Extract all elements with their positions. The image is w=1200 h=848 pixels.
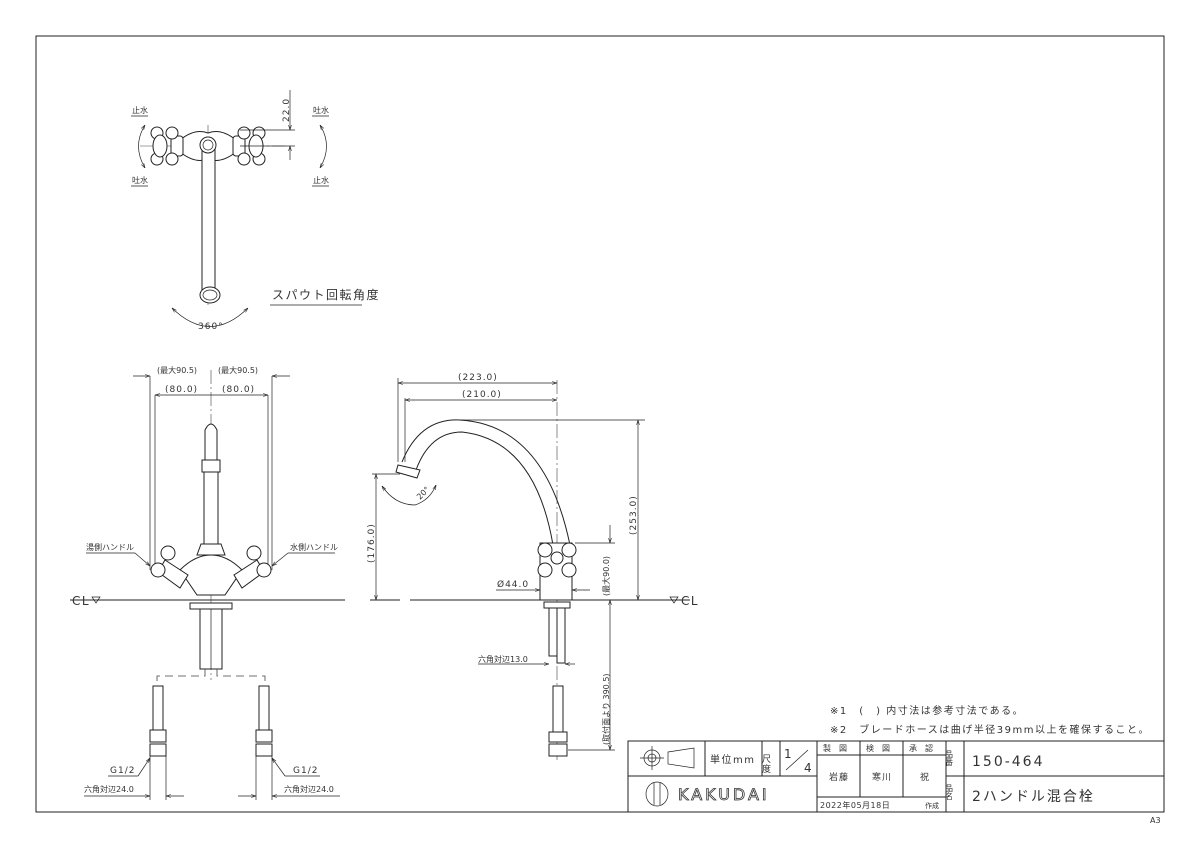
date: 2022年05月18日 — [820, 800, 890, 810]
spout-rotation-label: スパウト回転角度 — [272, 287, 380, 302]
dim-max-right: (最大90.5) — [218, 365, 258, 375]
hot-handle-label: 湯側ハンドル — [86, 542, 134, 552]
dim-22: 22.0 — [282, 98, 292, 122]
dim-210: (210.0) — [462, 390, 502, 400]
side-view: CL (223.0) (210.0) (253.0) (176.0) 20° Ø… — [367, 373, 699, 760]
supply-hose-left — [149, 685, 167, 800]
dim-80-right: (80.0) — [222, 385, 255, 395]
dim-max-90: (最大90.0) — [601, 556, 611, 596]
hex-left: 六角対辺24.0 — [84, 784, 134, 794]
angle-20: 20° — [415, 485, 431, 501]
checked-header: 検 図 — [866, 743, 890, 753]
scale-numerator: 1 — [784, 747, 793, 761]
label-stop-left: 止水 — [132, 105, 148, 115]
cl-label-side: CL — [681, 594, 699, 608]
cold-handle-label: 水側ハンドル — [290, 542, 338, 552]
dim-253: (253.0) — [629, 495, 639, 535]
dim-80-left: (80.0) — [165, 385, 198, 395]
sheet-size: A3 — [1150, 816, 1161, 825]
title-block: 単位mm 尺度 1 4 KAKUDAI 製 図 検 図 承 認 岩藤 寒川 祝 … — [627, 740, 1165, 813]
thread-left: G1/2 — [110, 766, 135, 776]
label-stop-right: 止水 — [313, 175, 329, 185]
thread-right: G1/2 — [293, 766, 318, 776]
approved-by: 祝 — [920, 771, 930, 783]
kakudai-logo: KAKUDAI — [645, 781, 770, 807]
scale-label: 尺度 — [760, 754, 771, 774]
part-number: 150-464 — [972, 754, 1045, 770]
part-name-label: 品名 — [945, 784, 954, 801]
projection-symbol-icon — [640, 746, 695, 770]
dim-176: (176.0) — [367, 523, 377, 563]
dim-223: (223.0) — [458, 373, 498, 383]
scale-denominator: 4 — [804, 761, 813, 775]
drawing-border — [35, 35, 1165, 813]
label-flow-left: 吐水 — [132, 175, 148, 185]
dim-max-left: (最大90.5) — [157, 365, 197, 375]
front-view: CL (最大90.5) (最大90.5) (80.0) (80.0) 湯側ハンド… — [70, 365, 345, 800]
rotation-angle: 360° — [198, 322, 224, 332]
brand-name: KAKUDAI — [678, 785, 770, 804]
part-no-label: 品番 — [945, 750, 954, 767]
top-view: 止水 吐水 吐水 止水 22.0 360° スパウト回転角度 — [131, 90, 380, 332]
label-flow-right: 吐水 — [313, 105, 329, 115]
note-2: ※2 ブレードホースは曲げ半径39mm以上を確保すること。 — [830, 723, 1150, 736]
hex-13: 六角対辺13.0 — [478, 654, 528, 664]
part-name: 2ハンドル混合栓 — [972, 789, 1095, 805]
unit-label: 単位mm — [710, 753, 755, 766]
drawn-header: 製 図 — [823, 743, 847, 753]
note-1: ※1 ( ) 内寸法は参考寸法である。 — [830, 704, 1024, 717]
hex-right: 六角対辺24.0 — [284, 784, 334, 794]
approved-header: 承 認 — [909, 743, 933, 753]
checked-by: 寒川 — [872, 771, 892, 783]
handle-left-icon — [150, 126, 179, 166]
created-label: 作成 — [925, 801, 939, 810]
cl-label-front: CL — [72, 594, 90, 608]
dim-diameter: Ø44.0 — [497, 579, 529, 590]
dim-390: (取付面より 390.5) — [601, 673, 611, 745]
drawn-by: 岩藤 — [829, 771, 849, 783]
supply-hose-right — [255, 685, 273, 800]
